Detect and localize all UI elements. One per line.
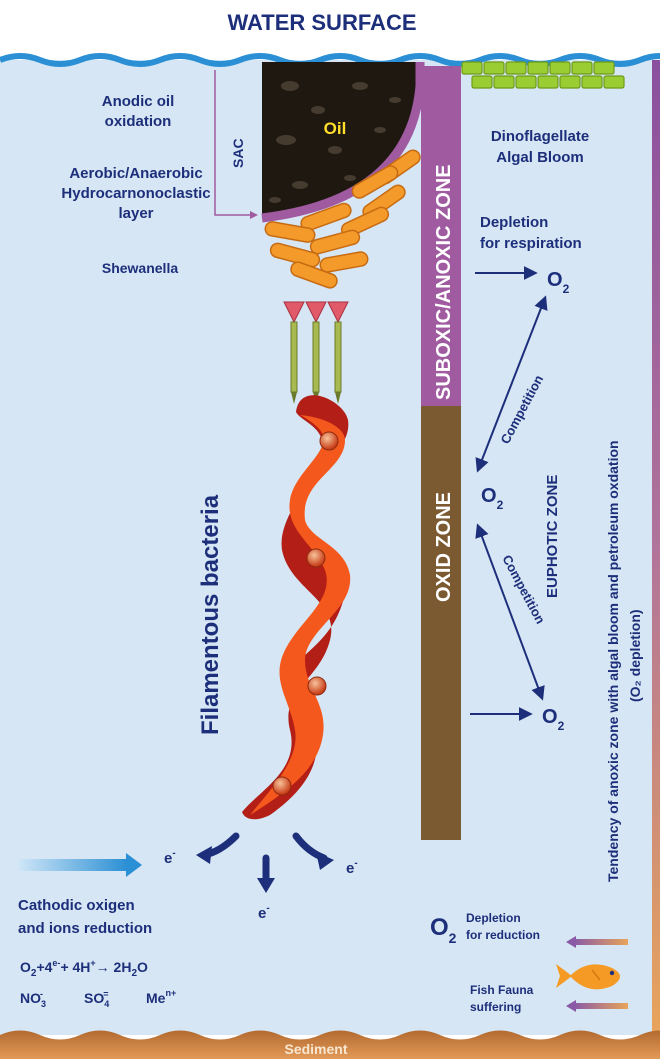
aerobic-layer-line1: Aerobic/Anaerobic	[69, 165, 202, 182]
anodic-label-line1: Anodic oil	[102, 93, 175, 110]
oxid-zone-label: OXID ZONE	[433, 492, 455, 602]
suboxic-zone-label: SUBOXIC/ANOXIC ZONE	[433, 164, 455, 400]
cathodic-flow-arrow	[18, 859, 128, 871]
dinoflagellate-line1: Dinoflagellate	[491, 128, 589, 145]
dinoflagellate-line2: Algal Bloom	[496, 149, 584, 166]
sac-label: SAC	[230, 138, 246, 168]
fish-fauna-line2: suffering	[470, 1000, 521, 1014]
depletion-reduction-line1: Depletion	[466, 911, 521, 925]
euphotic-zone-label: EUPHOTIC ZONE	[544, 475, 561, 598]
depletion-respiration-line1: Depletion	[480, 214, 548, 231]
reduction-arrow	[574, 939, 628, 945]
shewanella-label: Shewanella	[102, 260, 178, 276]
tendency-label-line2: (O₂ depletion)	[627, 609, 643, 702]
aerobic-layer-line3: layer	[118, 205, 153, 222]
tendency-label-line1: Tendency of anoxic zone with algal bloom…	[605, 440, 621, 882]
filamentous-bacteria-label: Filamentous bacteria	[197, 494, 224, 735]
fish-fauna-line1: Fish Fauna	[470, 983, 534, 997]
side-gradient-bar	[652, 60, 660, 1035]
fish-arrow	[574, 1003, 628, 1009]
oil-label: Oil	[324, 119, 347, 138]
cathodic-label-line2: and ions reduction	[18, 920, 152, 937]
aerobic-layer-line2: Hydrocarnonoclastic	[61, 185, 210, 202]
depletion-reduction-line2: for reduction	[466, 928, 540, 942]
page-title: WATER SURFACE	[227, 10, 416, 35]
sediment-label: Sediment	[284, 1041, 347, 1057]
cathodic-label-line1: Cathodic oxigen	[18, 897, 135, 914]
depletion-respiration-line2: for respiration	[480, 235, 582, 252]
anodic-label-line2: oxidation	[105, 113, 172, 130]
electrode-probes-icon	[284, 302, 348, 404]
oxid-zone-bar	[421, 406, 461, 840]
